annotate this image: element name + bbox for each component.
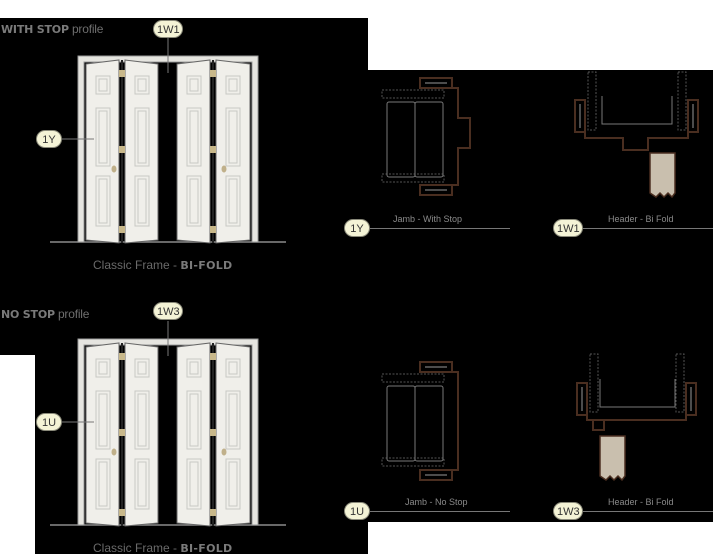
bifold-door-no-stop-illustration xyxy=(49,321,287,527)
panel-right xyxy=(368,70,713,522)
label-header-bifold-2: Header - Bi Fold xyxy=(608,497,674,507)
callout-1W3[interactable]: 1W3 xyxy=(153,302,183,320)
detail-underline xyxy=(370,228,510,229)
callout-1U-detail[interactable]: 1U xyxy=(344,502,370,520)
detail-underline xyxy=(370,511,510,512)
section-title-with-stop: WITH STOP profile xyxy=(1,22,104,36)
caption-classic-frame-bifold-2: Classic Frame - BI-FOLD xyxy=(93,541,233,555)
jamb-with-stop-detail xyxy=(381,77,471,196)
callout-1W1-detail[interactable]: 1W1 xyxy=(553,219,583,237)
callout-1W1[interactable]: 1W1 xyxy=(153,20,183,38)
detail-underline xyxy=(583,228,713,229)
bifold-door-with-stop-illustration xyxy=(50,38,286,244)
callout-1W3-detail[interactable]: 1W3 xyxy=(553,502,583,520)
callout-1Y-detail[interactable]: 1Y xyxy=(344,219,370,237)
header-bifold-detail xyxy=(574,71,699,199)
label-header-bifold: Header - Bi Fold xyxy=(608,214,674,224)
section-title-no-stop: NO STOP profile xyxy=(1,307,90,321)
detail-underline xyxy=(583,511,713,512)
callout-1U-door[interactable]: 1U xyxy=(36,413,62,431)
callout-1Y-door[interactable]: 1Y xyxy=(36,130,62,148)
caption-classic-frame-bifold: Classic Frame - BI-FOLD xyxy=(93,258,233,272)
label-jamb-with-stop: Jamb - With Stop xyxy=(393,214,463,224)
header-bifold-no-stop-detail xyxy=(576,353,697,482)
jamb-no-stop-detail xyxy=(381,361,459,481)
label-jamb-no-stop: Jamb - No Stop xyxy=(405,497,468,507)
